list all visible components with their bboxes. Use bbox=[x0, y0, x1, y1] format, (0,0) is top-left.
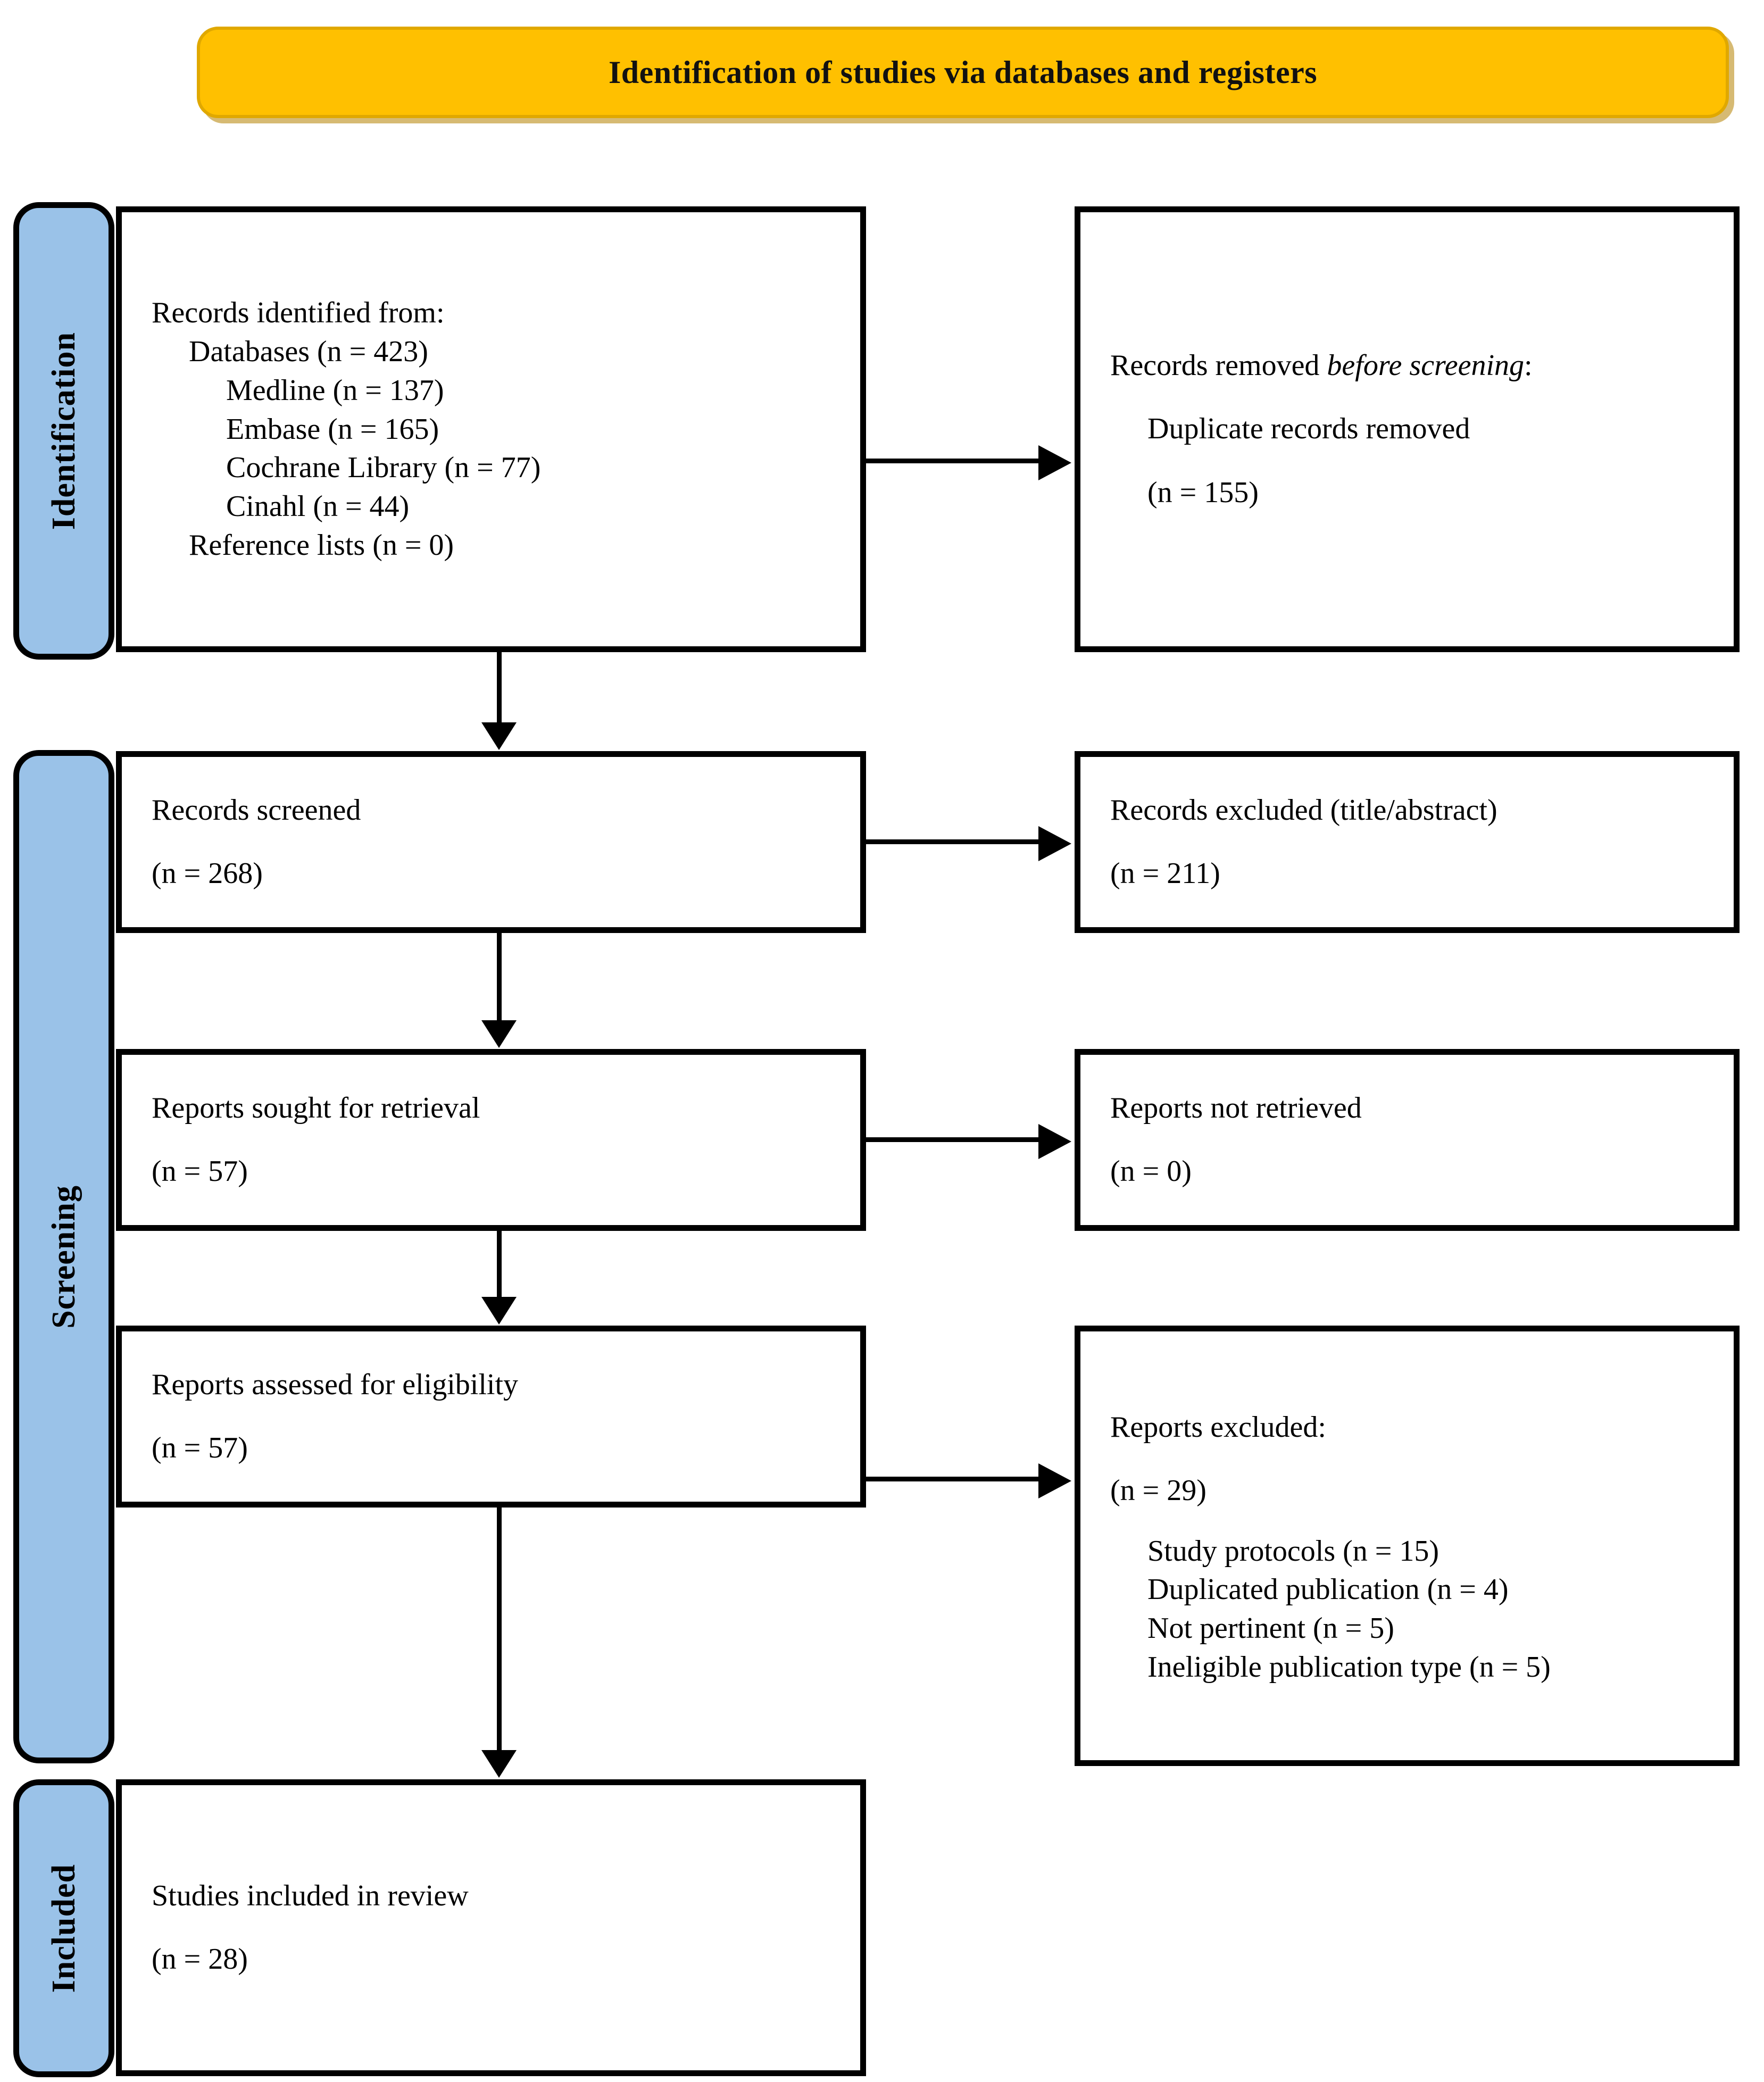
reports-excluded-reason-ineligible-publication-type: Ineligible publication type (n = 5) bbox=[1147, 1650, 1551, 1684]
reports-excluded-count: (n = 29) bbox=[1110, 1474, 1206, 1508]
records-identified-databases: Databases (n = 423) bbox=[189, 335, 428, 368]
box-studies-included: Studies included in review (n = 28) bbox=[116, 1779, 866, 2076]
records-removed-title-prefix: Records removed bbox=[1110, 349, 1327, 382]
records-identified-title: Records identified from: bbox=[152, 296, 445, 330]
reports-assessed-count: (n = 57) bbox=[152, 1431, 248, 1464]
reports-sought-count: (n = 57) bbox=[152, 1155, 248, 1188]
records-identified-cinahl: Cinahl (n = 44) bbox=[226, 490, 410, 523]
box-records-screened: Records screened (n = 268) bbox=[116, 751, 866, 933]
stage-band-label-included: Included bbox=[45, 1863, 82, 1993]
records-removed-duplicate: Duplicate records removed bbox=[1147, 412, 1470, 446]
connector-screened-to-excluded-arrowhead-icon bbox=[1038, 826, 1071, 861]
reports-excluded-reason-study-protocols: Study protocols (n = 15) bbox=[1147, 1534, 1439, 1568]
box-reports-sought: Reports sought for retrieval (n = 57) bbox=[116, 1049, 866, 1231]
box-reports-not-retrieved: Reports not retrieved (n = 0) bbox=[1075, 1049, 1740, 1231]
stage-band-label-screening: Screening bbox=[45, 1185, 82, 1329]
connector-sought-to-assessed-arrowhead-icon bbox=[481, 1297, 517, 1325]
box-reports-assessed: Reports assessed for eligibility (n = 57… bbox=[116, 1326, 866, 1508]
connector-assessed-to-excluded-reports-arrowhead-icon bbox=[1038, 1463, 1071, 1498]
reports-not-retrieved-title: Reports not retrieved bbox=[1110, 1091, 1362, 1125]
records-identified-embase: Embase (n = 165) bbox=[226, 412, 439, 446]
connector-assessed-to-excluded-reports-line bbox=[866, 1477, 1042, 1481]
records-removed-count: (n = 155) bbox=[1147, 476, 1259, 509]
records-excluded-count: (n = 211) bbox=[1110, 857, 1220, 890]
records-screened-count: (n = 268) bbox=[152, 857, 263, 890]
reports-excluded-reason-duplicated-publication: Duplicated publication (n = 4) bbox=[1147, 1573, 1509, 1606]
connector-identified-to-removed-arrowhead-icon bbox=[1038, 445, 1071, 480]
records-screened-title: Records screened bbox=[152, 793, 361, 827]
stage-band-label-identification: Identification bbox=[45, 331, 82, 530]
connector-assessed-to-included-arrowhead-icon bbox=[481, 1750, 517, 1778]
records-identified-medline: Medline (n = 137) bbox=[226, 373, 444, 407]
box-reports-excluded: Reports excluded: (n = 29) Study protoco… bbox=[1075, 1326, 1740, 1766]
box-records-removed: Records removed before screening: Duplic… bbox=[1075, 206, 1740, 652]
records-identified-reference-lists: Reference lists (n = 0) bbox=[189, 528, 454, 562]
reports-excluded-reason-not-pertinent: Not pertinent (n = 5) bbox=[1147, 1612, 1394, 1645]
header-banner: Identification of studies via databases … bbox=[197, 27, 1729, 118]
records-identified-cochrane: Cochrane Library (n = 77) bbox=[226, 451, 541, 485]
connector-screened-to-sought-line bbox=[497, 933, 502, 1021]
stage-band-screening: Screening bbox=[13, 750, 114, 1763]
reports-sought-title: Reports sought for retrieval bbox=[152, 1091, 480, 1125]
box-records-identified: Records identified from: Databases (n = … bbox=[116, 206, 866, 652]
reports-excluded-title: Reports excluded: bbox=[1110, 1411, 1326, 1444]
reports-assessed-title: Reports assessed for eligibility bbox=[152, 1368, 519, 1401]
records-removed-title-italic: before screening bbox=[1327, 349, 1525, 382]
stage-band-identification: Identification bbox=[13, 202, 114, 660]
stage-band-included: Included bbox=[13, 1779, 114, 2077]
connector-sought-to-not-retrieved-arrowhead-icon bbox=[1038, 1124, 1071, 1159]
records-removed-title: Records removed before screening: bbox=[1110, 343, 1704, 388]
connector-screened-to-sought-arrowhead-icon bbox=[481, 1020, 517, 1048]
connector-assessed-to-included-line bbox=[497, 1508, 502, 1751]
records-excluded-title: Records excluded (title/abstract) bbox=[1110, 793, 1497, 827]
header-banner-title: Identification of studies via databases … bbox=[608, 54, 1318, 90]
reports-not-retrieved-count: (n = 0) bbox=[1110, 1155, 1192, 1188]
connector-screened-to-excluded-line bbox=[866, 839, 1042, 844]
connector-sought-to-assessed-line bbox=[497, 1231, 502, 1298]
connector-identified-to-screened-arrowhead-icon bbox=[481, 722, 517, 750]
connector-sought-to-not-retrieved-line bbox=[866, 1137, 1042, 1142]
connector-identified-to-removed-line bbox=[866, 459, 1042, 463]
studies-included-count: (n = 28) bbox=[152, 1943, 248, 1976]
connector-identified-to-screened-line bbox=[497, 652, 502, 723]
records-removed-title-suffix: : bbox=[1524, 349, 1533, 382]
box-records-excluded-title-abstract: Records excluded (title/abstract) (n = 2… bbox=[1075, 751, 1740, 933]
studies-included-title: Studies included in review bbox=[152, 1879, 469, 1912]
